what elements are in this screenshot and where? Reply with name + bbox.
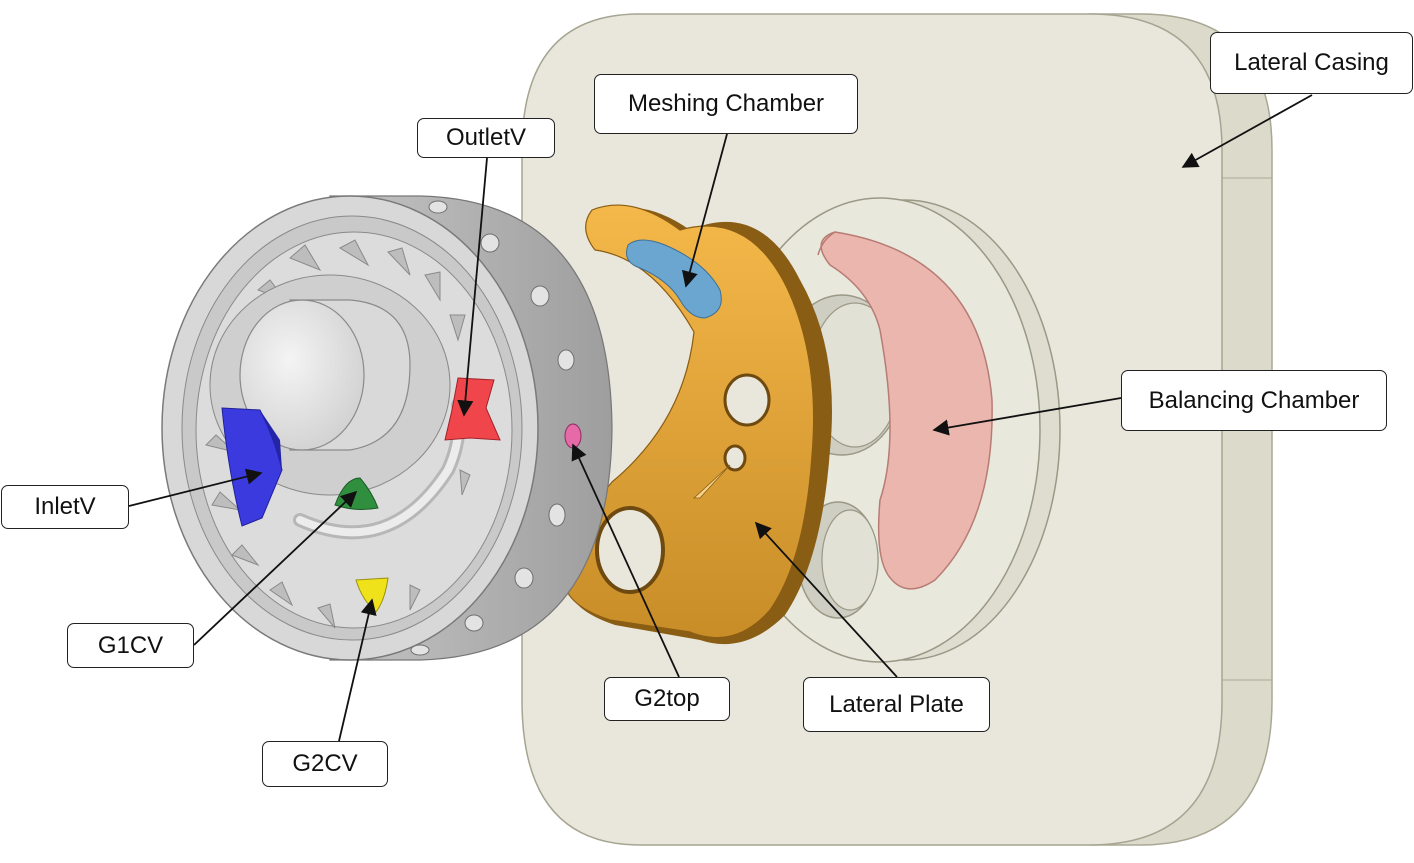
arrow-lateral-casing: [1181, 94, 1313, 168]
label-g1cv: G1CV: [67, 623, 194, 668]
arrow-lateral-plate: [754, 521, 898, 678]
label-lateral-plate: Lateral Plate: [803, 677, 990, 732]
balancing-chamber-shape: [820, 231, 993, 590]
arrow-inlet-v: [128, 468, 263, 507]
side-holes: [410, 200, 582, 656]
plate-hole-small: [723, 444, 747, 472]
shaft-end: [239, 299, 365, 451]
arrow-g2top: [571, 443, 680, 678]
label-inlet-v: InletV: [1, 485, 129, 529]
arrow-balancing-chamber: [932, 397, 1122, 436]
arrow-g2cv: [338, 598, 377, 742]
inlet-volume-shape: [221, 407, 283, 527]
gear-assembly: [161, 195, 613, 661]
label-outlet-v: OutletV: [417, 118, 555, 158]
arrow-meshing-chamber: [681, 133, 728, 288]
label-meshing-chamber: Meshing Chamber: [594, 74, 858, 134]
label-lateral-casing: Lateral Casing: [1210, 32, 1413, 94]
plate-hole-upper: [723, 373, 771, 427]
label-g2cv: G2CV: [262, 741, 388, 787]
plate-hole-lower: [595, 506, 665, 594]
arrow-g1cv: [193, 490, 358, 646]
arrow-outlet-v: [457, 157, 488, 417]
label-g2top: G2top: [604, 677, 730, 721]
label-balancing-chamber: Balancing Chamber: [1121, 370, 1387, 431]
leader-arrows: [128, 94, 1313, 742]
meshing-chamber-shape: [626, 239, 722, 319]
